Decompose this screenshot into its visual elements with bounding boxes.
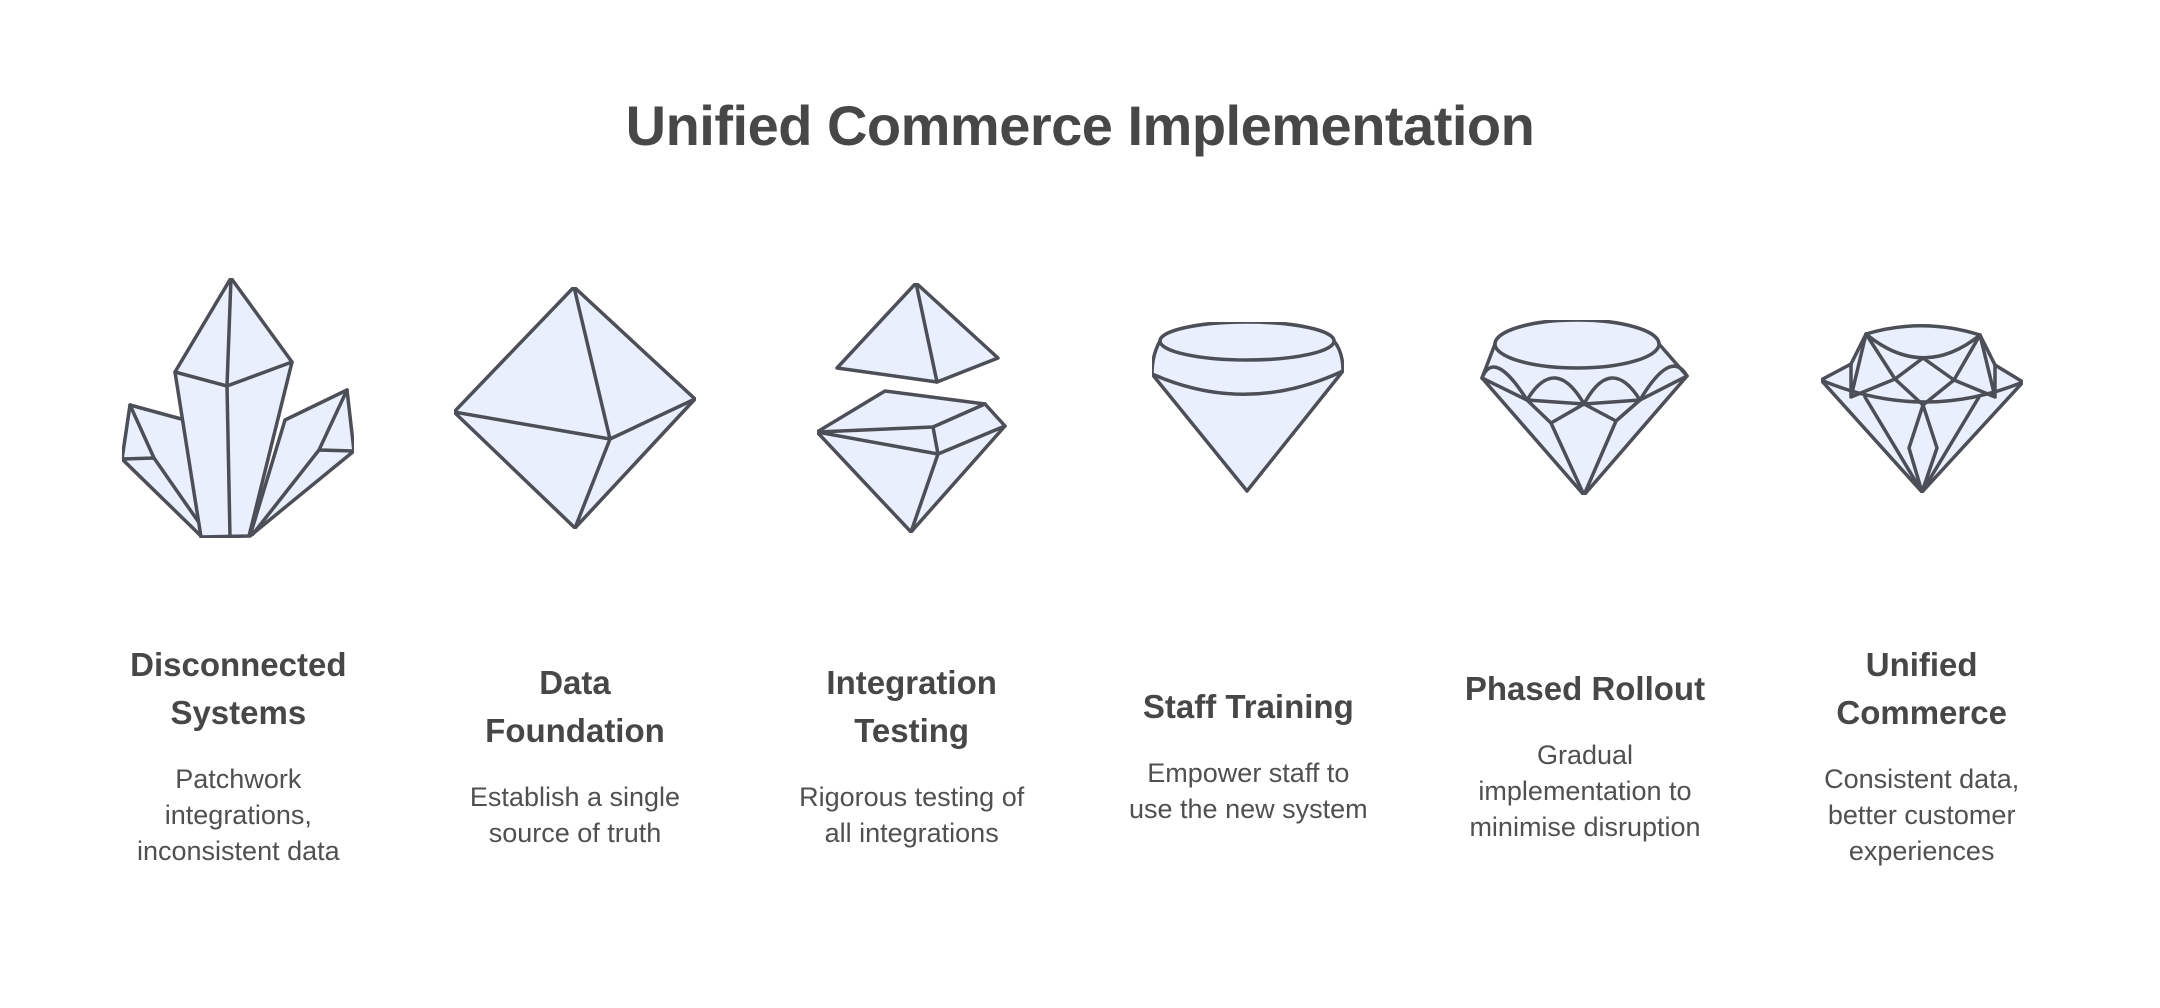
brilliant-diamond-icon (1820, 323, 2023, 493)
stage-column-integration-testing: Integration Testing Rigorous testing of … (743, 635, 1080, 875)
stage-description: Consistent data, better customer experie… (1824, 764, 2020, 866)
stage-grid: Disconnected Systems Patchwork integrati… (70, 0, 2090, 1008)
diagram-title: Unified Commerce Implementation (625, 94, 1535, 157)
stage-column-disconnected-systems: Disconnected Systems Patchwork integrati… (70, 635, 407, 875)
stage-heading: Phased Rollout (1464, 670, 1706, 707)
rough-octahedron-diamond-icon (453, 286, 696, 529)
stage-icon-cell-1 (70, 270, 407, 545)
stage-icon-cell-4 (1080, 270, 1417, 545)
stage-icon-cell-3 (743, 270, 1080, 545)
stage-description: Rigorous testing of all integrations (799, 782, 1025, 848)
stage-heading: Staff Training (1142, 688, 1354, 725)
stage-heading: Disconnected Systems (130, 646, 347, 731)
cone-diamond-icon (1152, 321, 1345, 493)
stage-column-data-foundation: Data Foundation Establish a single sourc… (407, 635, 744, 875)
stage-icon-cell-5 (1417, 270, 1754, 545)
split-diamond-icon (816, 282, 1007, 533)
stage-description: Establish a single source of truth (469, 782, 681, 848)
stage-description: Empower staff to use the new system (1129, 758, 1368, 824)
stage-description: Patchwork integrations, inconsistent dat… (137, 764, 340, 866)
crystal-cluster-icon (122, 277, 355, 538)
stage-description: Gradual implementation to minimise disru… (1469, 740, 1701, 842)
stage-heading: Data Foundation (485, 664, 665, 749)
stage-icon-cell-2 (407, 270, 744, 545)
stage-heading: Integration Testing (826, 664, 997, 749)
stage-heading: Unified Commerce (1836, 646, 2007, 731)
stage-column-staff-training: Staff Training Empower staff to use the … (1080, 635, 1417, 875)
stage-icon-cell-6 (1753, 270, 2090, 545)
faceted-diamond-icon (1480, 320, 1690, 495)
stage-column-phased-rollout: Phased Rollout Gradual implementation to… (1417, 635, 1754, 875)
stage-column-unified-commerce: Unified Commerce Consistent data, better… (1753, 635, 2090, 875)
